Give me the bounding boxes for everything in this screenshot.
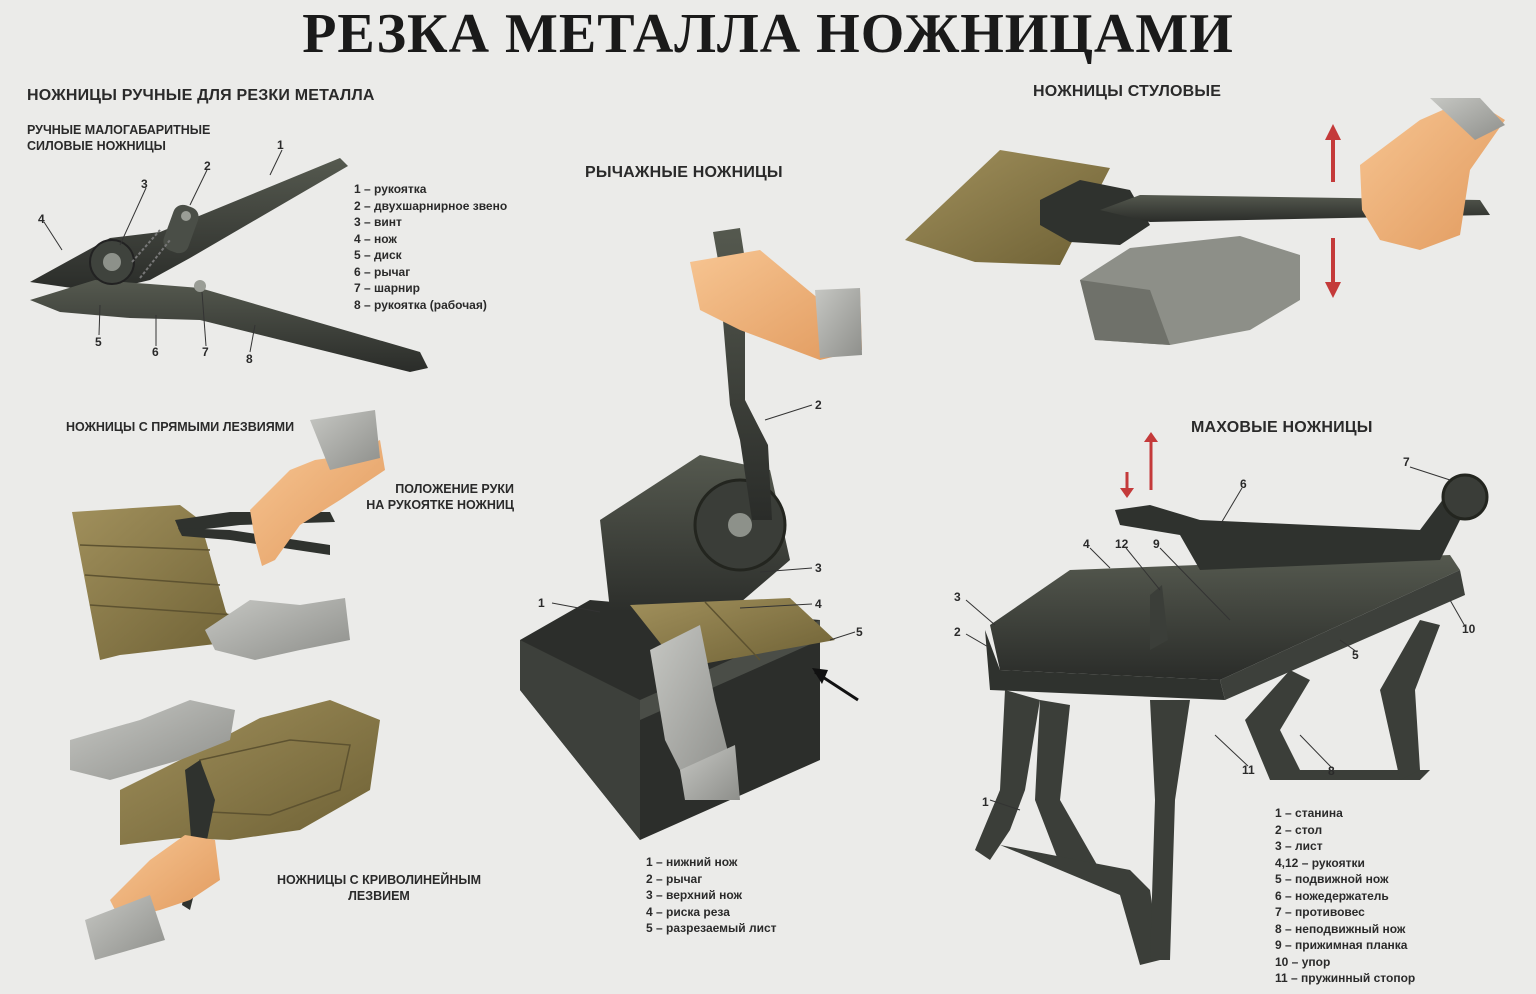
legend-item: 3 – верхний нож — [646, 888, 743, 902]
swing-shears-heading: МАХОВЫЕ НОЖНИЦЫ — [1191, 419, 1373, 436]
manual-subheading-line1: РУЧНЫЕ МАЛОГАБАРИТНЫЕ — [27, 123, 211, 137]
lever-shears-legend: 1 – нижний нож 2 – рычаг 3 – верхний нож… — [646, 854, 777, 937]
legend-item: 3 – лист — [1275, 839, 1323, 853]
legend-item: 7 – шарнир — [354, 281, 420, 295]
manual-shears-subheading: РУЧНЫЕ МАЛОГАБАРИТНЫЕ СИЛОВЫЕ НОЖНИЦЫ — [27, 122, 210, 154]
legend-item: 4,12 – рукоятки — [1275, 855, 1365, 870]
callout-number: 4 — [1083, 537, 1090, 551]
chair-shears-heading: НОЖНИЦЫ СТУЛОВЫЕ — [1033, 83, 1222, 100]
legend-item: 4 – нож — [354, 231, 397, 246]
curved-shears-drawing — [70, 700, 380, 960]
manual-shears-drawing — [30, 158, 428, 372]
legend-item: 9 – прижимная планка — [1275, 938, 1408, 952]
swing-shears-legend: 1 – станина 2 – стол 3 – лист 4,12 – рук… — [1275, 805, 1415, 987]
callout-number: 3 — [815, 561, 822, 575]
callout-number: 4 — [815, 597, 822, 611]
hand-position-label: ПОЛОЖЕНИЕ РУКИ НА РУКОЯТКЕ НОЖНИЦ — [364, 481, 514, 513]
hand-position-line1: ПОЛОЖЕНИЕ РУКИ — [395, 482, 514, 496]
lever-shears-drawing — [520, 228, 862, 840]
legend-item: 7 – противовес — [1275, 905, 1365, 919]
curved-line1: НОЖНИЦЫ С КРИВОЛИНЕЙНЫМ — [276, 873, 482, 887]
legend-item: 5 – диск — [354, 248, 402, 262]
chair-shears-drawing — [905, 98, 1505, 345]
callout-number: 2 — [815, 398, 822, 412]
callout-number: 5 — [1352, 648, 1359, 662]
legend-item: 4 – риска реза — [646, 904, 730, 919]
leader-lines — [43, 149, 1467, 811]
legend-item: 2 – стол — [1275, 822, 1323, 837]
callout-number: 1 — [538, 596, 545, 610]
legend-item: 5 – разрезаемый лист — [646, 921, 777, 935]
legend-item: 10 – упор — [1275, 954, 1331, 969]
curved-shears-label: НОЖНИЦЫ С КРИВОЛИНЕЙНЫМ ЛЕЗВИЕМ — [276, 872, 482, 904]
legend-item: 5 – подвижной нож — [1275, 872, 1389, 886]
legend-item: 2 – рычаг — [646, 871, 703, 886]
legend-item: 6 – ножедержатель — [1275, 888, 1389, 903]
legend-item: 1 – нижний нож — [646, 855, 738, 869]
callout-number: 10 — [1462, 622, 1476, 636]
callout-number: 5 — [856, 625, 863, 639]
manual-subheading-line2: СИЛОВЫЕ НОЖНИЦЫ — [27, 139, 166, 153]
callout-number: 6 — [1240, 477, 1247, 491]
callout-number: 8 — [1328, 764, 1335, 778]
legend-item: 2 – двухшарнирное звено — [354, 198, 508, 213]
callout-number: 9 — [1153, 537, 1160, 551]
manual-shears-heading: НОЖНИЦЫ РУЧНЫЕ ДЛЯ РЕЗКИ МЕТАЛЛА — [27, 87, 375, 104]
callout-number: 11 — [1242, 763, 1255, 777]
callout-number: 8 — [246, 352, 253, 366]
straight-shears-label: НОЖНИЦЫ С ПРЯМЫМИ ЛЕЗВИЯМИ — [66, 420, 295, 434]
callout-number: 3 — [141, 177, 148, 191]
callout-number: 2 — [204, 159, 211, 173]
legend-item: 6 – рычаг — [354, 264, 411, 279]
callout-number: 7 — [1403, 455, 1410, 469]
curved-line2: ЛЕЗВИЕМ — [348, 889, 410, 903]
callout-number: 1 — [277, 138, 284, 152]
callout-number: 2 — [954, 625, 961, 639]
callout-number: 5 — [95, 335, 102, 349]
hand-position-line2: НА РУКОЯТКЕ НОЖНИЦ — [366, 498, 514, 512]
callout-number: 3 — [954, 590, 961, 604]
legend-item: 1 – станина — [1275, 806, 1343, 820]
legend-item: 8 – рукоятка (рабочая) — [354, 297, 487, 312]
legend-item: 11 – пружинный стопор — [1275, 971, 1416, 985]
callout-number: 1 — [982, 795, 989, 809]
callout-number: 12 — [1115, 537, 1129, 551]
swing-shears-drawing — [975, 432, 1489, 965]
legend-item: 1 – рукоятка — [354, 182, 427, 196]
page-title: РЕЗКА МЕТАЛЛА НОЖНИЦАМИ — [302, 3, 1234, 65]
legend-item: 3 – винт — [354, 215, 402, 229]
callout-number: 6 — [152, 345, 159, 359]
callout-number: 4 — [38, 212, 45, 226]
lever-shears-heading: РЫЧАЖНЫЕ НОЖНИЦЫ — [585, 164, 783, 181]
manual-shears-legend: 1 – рукоятка 2 – двухшарнирное звено 3 –… — [354, 181, 507, 313]
legend-item: 8 – неподвижный нож — [1275, 921, 1406, 936]
straight-shears-drawing — [72, 410, 385, 660]
callout-number: 7 — [202, 345, 209, 359]
